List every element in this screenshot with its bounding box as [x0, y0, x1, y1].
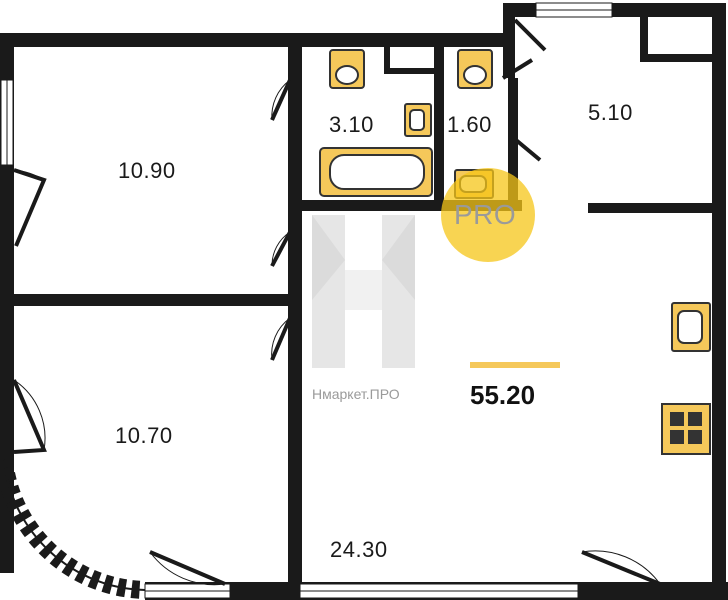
total-area: 55.20 — [470, 380, 536, 410]
room-area-label-bathroom: 3.10 — [329, 112, 374, 137]
watermark-text: Нмаркет.ПРО — [312, 386, 400, 402]
room-area-label-bottom-left: 10.70 — [115, 423, 173, 448]
stove-burners — [670, 412, 702, 444]
pro-badge-label: PRO — [454, 199, 517, 230]
pro-badge — [441, 168, 535, 262]
window-glass-lines — [6, 9, 612, 592]
bay-window — [0, 458, 146, 599]
room-area-label-top-left: 10.90 — [118, 158, 176, 183]
watermark-logo — [312, 215, 415, 368]
total-area-bar — [470, 362, 560, 368]
room-area-label-hall: 5.10 — [588, 100, 633, 125]
room-area-label-toilet: 1.60 — [447, 112, 492, 137]
doors — [12, 18, 661, 586]
room-area-label-living-kitchen: 24.30 — [330, 537, 388, 562]
